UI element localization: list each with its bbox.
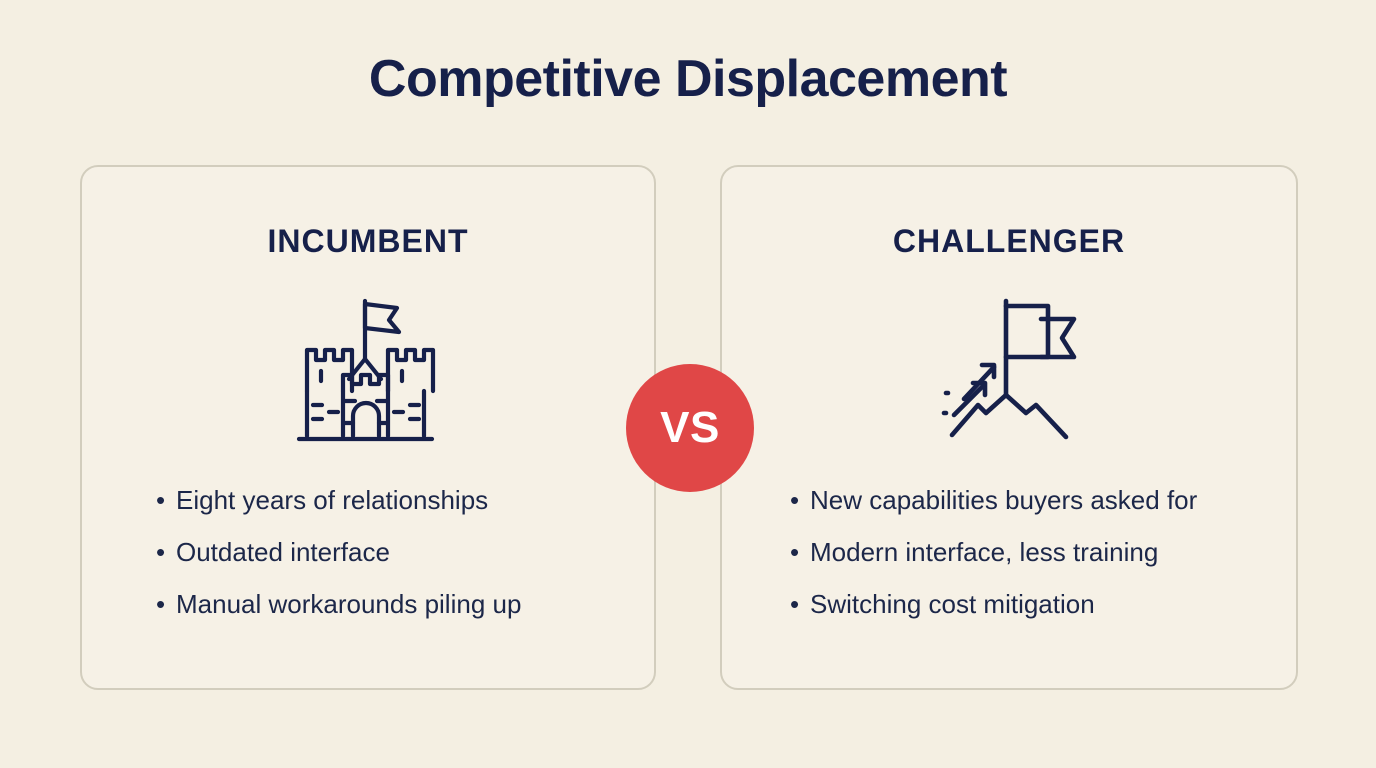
list-item: Modern interface, less training — [790, 539, 1276, 565]
versus-badge: VS — [626, 364, 754, 492]
versus-badge-label: VS — [660, 403, 720, 452]
mountain-flag-icon — [941, 298, 1077, 440]
incumbent-bullet-list: Eight years of relationships Outdated in… — [82, 487, 654, 617]
challenger-card-heading: CHALLENGER — [892, 223, 1126, 259]
challenger-icon-wrap — [722, 295, 1296, 460]
incumbent-card-heading: INCUMBENT — [267, 223, 469, 259]
page-title: Competitive Displacement — [368, 50, 1008, 108]
list-item: Outdated interface — [156, 539, 634, 565]
castle-icon — [296, 298, 436, 442]
incumbent-icon-wrap — [82, 295, 654, 460]
challenger-card: CHALLENGER — [720, 165, 1298, 690]
challenger-bullet-list: New capabilities buyers asked for Modern… — [722, 487, 1296, 617]
list-item: Manual workarounds piling up — [156, 591, 634, 617]
incumbent-card: INCUMBENT — [80, 165, 656, 690]
list-item: Switching cost mitigation — [790, 591, 1276, 617]
list-item: Eight years of relationships — [156, 487, 634, 513]
list-item: New capabilities buyers asked for — [790, 487, 1276, 513]
